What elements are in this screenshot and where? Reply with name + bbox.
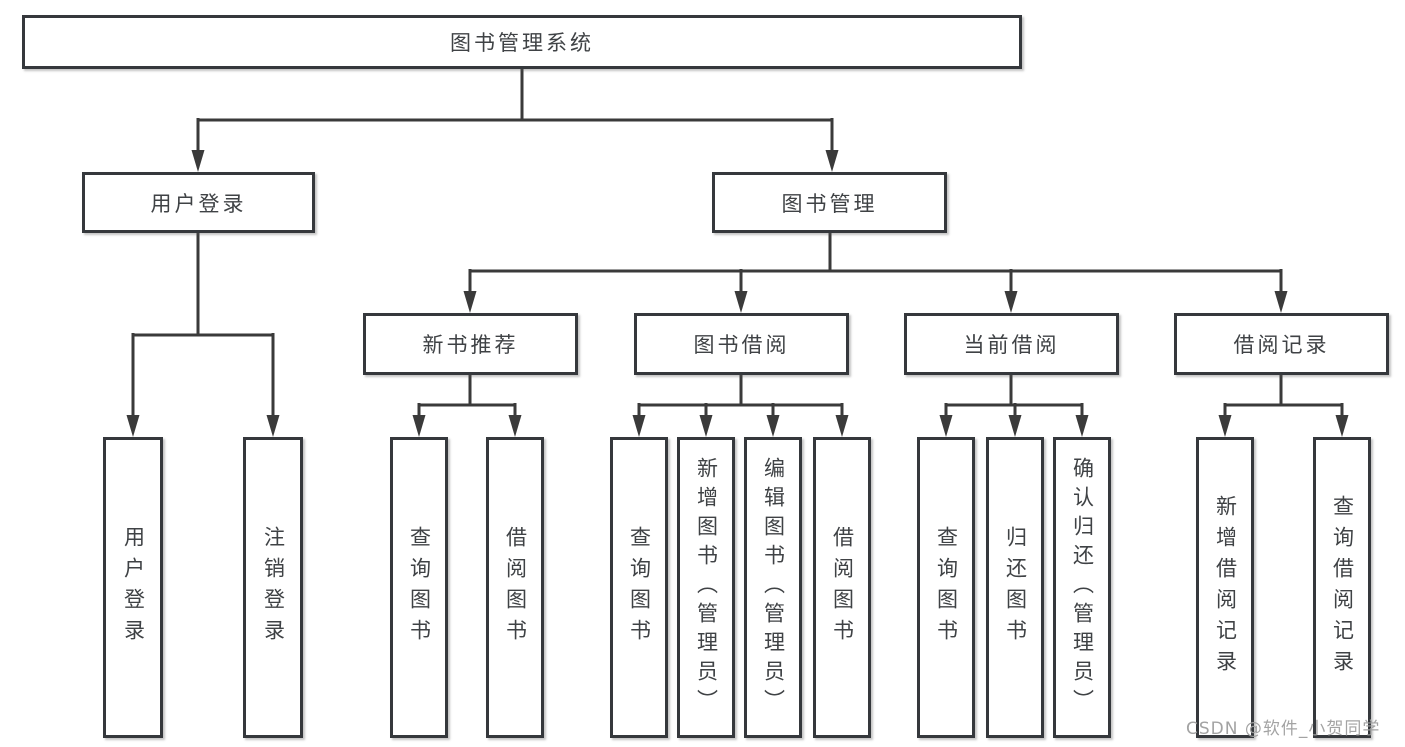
node-nb-query-books: 查询图书 xyxy=(390,437,448,738)
node-label: 查询借阅记录 xyxy=(1330,494,1355,681)
node-label: 借阅图书 xyxy=(830,525,855,650)
connector-newbook-to-leaves xyxy=(412,375,522,437)
node-label: 查询图书 xyxy=(407,525,432,650)
node-label: 归还图书 xyxy=(1003,525,1028,650)
node-label: 用户登录 xyxy=(150,191,247,216)
node-label: 借阅图书 xyxy=(503,525,528,650)
connector-borrowing-to-leaves xyxy=(632,375,849,437)
node-label: 新书推荐 xyxy=(422,333,519,357)
node-user-login: 用户登录 xyxy=(103,437,163,738)
node-label: 查询图书 xyxy=(934,525,959,650)
csdn-watermark: CSDN @软件_小贺同学 xyxy=(1186,719,1381,739)
node-br-add-record: 新增借阅记录 xyxy=(1196,437,1254,738)
node-label: 图书管理系统 xyxy=(450,31,594,55)
node-label: 图书管理 xyxy=(781,191,878,216)
node-nb-borrow-books: 借阅图书 xyxy=(486,437,544,738)
node-cb-query-books: 查询图书 xyxy=(917,437,975,738)
node-label: 查询图书 xyxy=(627,525,652,650)
connector-root-to-level2 xyxy=(191,69,839,172)
node-bb-edit-books-admin: 编辑图书（管理员） xyxy=(744,437,802,738)
node-label: 确认归还（管理员） xyxy=(1070,457,1095,718)
node-borrowing-records: 借阅记录 xyxy=(1174,313,1389,375)
node-logout: 注销登录 xyxy=(243,437,303,738)
node-label: 注销登录 xyxy=(261,525,286,650)
node-user-login-group: 用户登录 xyxy=(82,172,315,233)
node-cb-return-books: 归还图书 xyxy=(986,437,1044,738)
node-label: 用户登录 xyxy=(121,525,146,650)
connector-current-to-leaves xyxy=(939,375,1089,437)
node-bb-borrow-books: 借阅图书 xyxy=(813,437,871,738)
node-book-management: 图书管理 xyxy=(712,172,947,233)
connector-userlogin-to-leaves xyxy=(126,233,280,437)
connector-bookmgmt-to-level3 xyxy=(463,233,1288,313)
node-book-borrowing: 图书借阅 xyxy=(634,313,849,375)
node-library-management-system: 图书管理系统 xyxy=(22,15,1022,69)
node-label: 新增图书（管理员） xyxy=(694,457,719,718)
connector-records-to-leaves xyxy=(1218,375,1349,437)
node-label: 借阅记录 xyxy=(1233,333,1330,357)
node-br-query-record: 查询借阅记录 xyxy=(1313,437,1371,738)
node-label: 当前借阅 xyxy=(963,333,1060,357)
node-new-book-recommend: 新书推荐 xyxy=(363,313,578,375)
node-label: 新增借阅记录 xyxy=(1213,494,1238,681)
node-label: 图书借阅 xyxy=(693,333,790,357)
node-cb-confirm-return-admin: 确认归还（管理员） xyxy=(1053,437,1111,738)
node-label: 编辑图书（管理员） xyxy=(761,457,786,718)
node-current-borrowing: 当前借阅 xyxy=(904,313,1119,375)
node-bb-query-books: 查询图书 xyxy=(610,437,668,738)
node-bb-add-books-admin: 新增图书（管理员） xyxy=(677,437,735,738)
